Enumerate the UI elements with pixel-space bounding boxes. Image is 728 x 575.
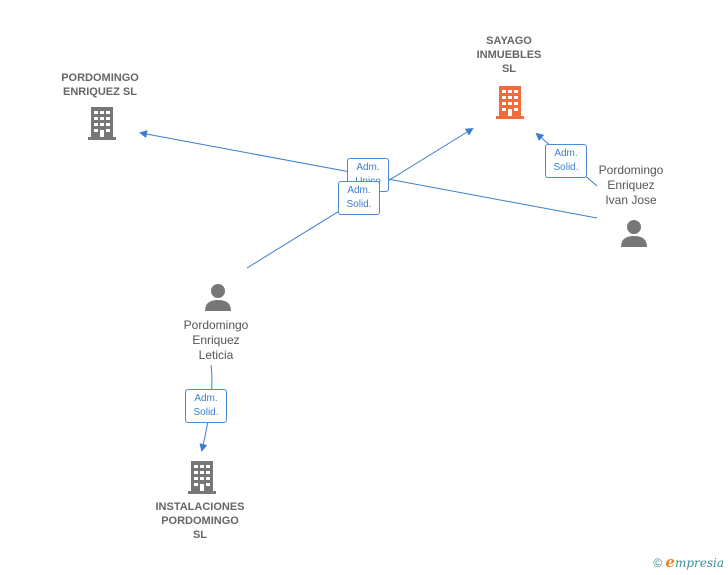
relation-badge-leticia-to-instalaciones[interactable]: Adm. Solid.	[185, 389, 227, 423]
company-name: INSTALACIONES PORDOMINGO SL	[155, 501, 245, 541]
company-node-pordomingo-enriquez-sl[interactable]: PORDOMINGO ENRIQUEZ SL	[40, 71, 160, 99]
person-name: Pordomingo Enriquez Ivan Jose	[598, 163, 664, 207]
brand-footer: © empresia	[653, 553, 724, 571]
building-icon-highlight[interactable]	[494, 84, 526, 120]
building-icon[interactable]	[186, 459, 218, 495]
company-name: PORDOMINGO ENRIQUEZ SL	[61, 72, 139, 98]
person-icon[interactable]	[619, 218, 649, 248]
copyright-icon: ©	[653, 556, 663, 570]
company-name: SAYAGO INMUEBLES SL	[476, 35, 542, 75]
company-node-instalaciones-pordomingo-sl[interactable]: INSTALACIONES PORDOMINGO SL	[140, 500, 260, 542]
person-node-leticia[interactable]: Pordomingo Enriquez Leticia	[168, 318, 264, 363]
building-icon[interactable]	[86, 105, 118, 141]
person-node-ivan-jose[interactable]: Pordomingo Enriquez Ivan Jose	[584, 163, 678, 208]
person-icon[interactable]	[203, 282, 233, 312]
person-name: Pordomingo Enriquez Leticia	[183, 318, 249, 362]
relation-badge-leticia-to-sayago[interactable]: Adm. Solid.	[338, 181, 380, 215]
brand-logo: empresia	[665, 553, 724, 571]
relation-badge-ivan-to-sayago[interactable]: Adm. Solid.	[545, 144, 587, 178]
company-node-sayago-inmuebles-sl[interactable]: SAYAGO INMUEBLES SL	[450, 34, 568, 76]
